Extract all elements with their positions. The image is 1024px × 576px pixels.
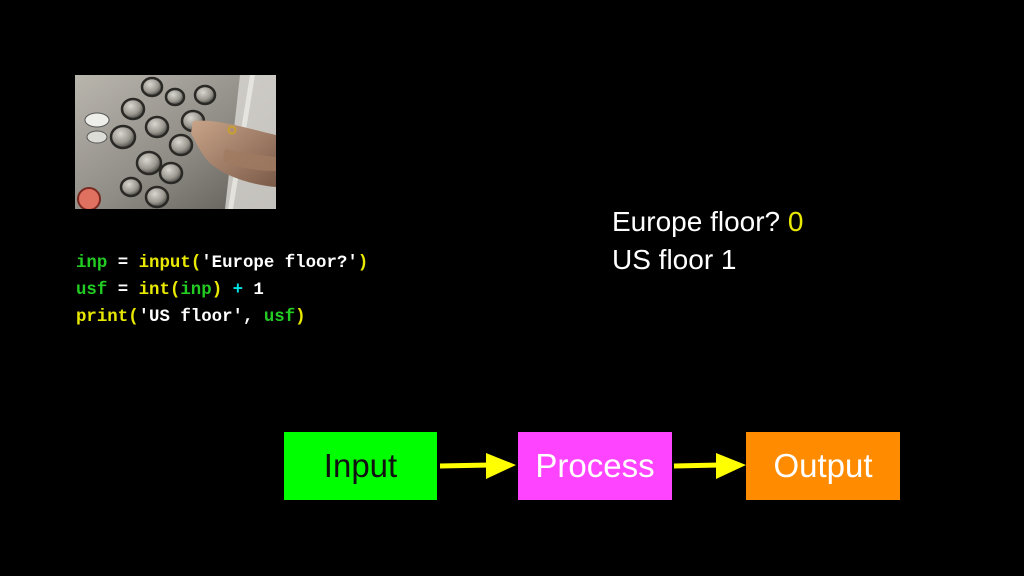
code-token-var: inp: [76, 254, 108, 273]
code-token-paren: ): [357, 254, 369, 273]
output-box: Output: [746, 432, 900, 500]
code-token-plain: =: [107, 281, 139, 300]
arrow-right-icon: [439, 453, 516, 479]
code-line: print('US floor', usf): [76, 304, 368, 331]
console-prompt: Europe floor?: [612, 206, 788, 237]
output-label: Output: [773, 447, 873, 484]
elevator-buttons-photo: [75, 75, 276, 209]
code-token-plain: 1: [243, 281, 264, 300]
console-output: Europe floor? 0 US floor 1: [612, 203, 803, 279]
input-box: Input: [284, 432, 437, 500]
code-token-var: usf: [263, 308, 296, 327]
code-line: usf = int(inp) + 1: [76, 277, 368, 304]
code-token-var: usf: [76, 281, 108, 300]
code-token-string: 'Europe floor?': [201, 254, 358, 273]
code-block: inp = input('Europe floor?')usf = int(in…: [76, 250, 368, 331]
code-token-func: print: [76, 308, 129, 327]
code-token-plain: [222, 281, 232, 300]
code-token-paren: ): [295, 308, 306, 327]
process-box: Process: [518, 432, 672, 500]
code-token-operator: +: [232, 281, 243, 300]
code-token-plain: =: [107, 254, 139, 273]
code-token-var: inp: [180, 281, 212, 300]
code-token-func: input: [138, 254, 191, 273]
code-token-func: int: [138, 281, 170, 300]
code-token-paren: (: [190, 254, 202, 273]
console-prompt-line: Europe floor? 0: [612, 203, 803, 241]
code-line: inp = input('Europe floor?'): [76, 250, 368, 277]
arrow-right-icon: [673, 453, 746, 479]
code-token-string: 'US floor',: [138, 308, 264, 327]
code-token-paren: ): [211, 281, 223, 300]
code-token-paren: (: [169, 281, 181, 300]
input-label: Input: [323, 447, 398, 484]
console-result-line: US floor 1: [612, 244, 737, 275]
code-token-paren: (: [128, 308, 139, 327]
process-label: Process: [535, 447, 655, 484]
console-user-input: 0: [787, 206, 804, 237]
